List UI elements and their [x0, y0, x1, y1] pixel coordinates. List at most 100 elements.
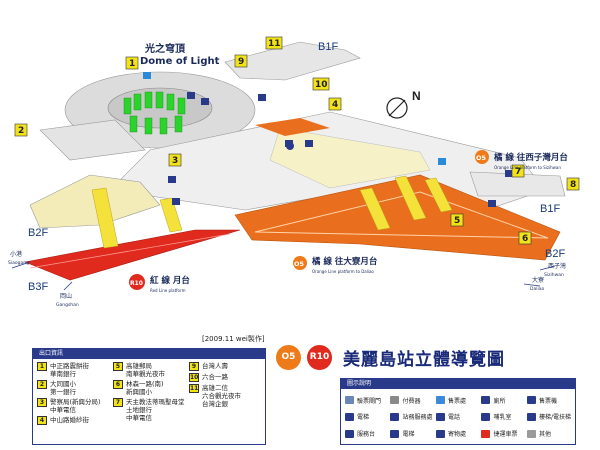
b1f-top-wing: [224, 41, 361, 81]
floor-label-b3f: B3F: [28, 281, 48, 293]
exit-marker-4: 4: [332, 100, 338, 110]
exit-marker-5: 5: [454, 216, 460, 226]
dir-gangshan-en: Gangshan: [56, 302, 79, 308]
phone-icon: [435, 412, 445, 421]
ticket-office-icon: [435, 396, 445, 405]
compass-circle: [386, 97, 408, 119]
legend-item: 廁所: [481, 392, 524, 409]
legend-label: 電梯: [357, 414, 370, 422]
legend-label: 電話: [447, 414, 460, 422]
ticket-machine-icon: [390, 396, 400, 405]
orange-platform-daliao-en: Orange Line platform to Daliao: [312, 269, 374, 274]
gate-icon: [345, 396, 354, 405]
ticket-icon: [481, 429, 491, 438]
orange-platform-top-strip: [255, 118, 330, 136]
dir-daliao-zh: 大寮: [532, 276, 544, 284]
dir-xiaogang-en: Siaogang: [8, 260, 29, 266]
exit-number-badge: 6: [113, 380, 123, 389]
floor-label-b1f-right: B1F: [540, 203, 560, 215]
r10-badge-text: R10: [130, 280, 143, 287]
exit-marker-3: 3: [172, 156, 178, 166]
locker-icon: [435, 429, 445, 438]
legend-item: 售票處: [435, 392, 478, 409]
legend-label: 售票機: [538, 397, 557, 405]
r10-badge: [129, 274, 145, 290]
legend-item: 電梯: [345, 409, 387, 426]
title-badge-r10: R10: [306, 343, 333, 371]
exit-destination-text: 中正路震餅街 華南銀行: [50, 362, 89, 378]
exit-marker-2: 2: [18, 126, 24, 136]
legend-grid: 驗票閘門付費器售票處廁所售票機電梯站務服務處電話哺乳室樓梯/電扶梯服務台電梯寄物…: [345, 392, 571, 442]
nursing-icon: [481, 412, 491, 421]
exit-destination-text: 天主教法蒂瑪聖母堂 土地銀行 中華電信: [126, 398, 185, 422]
orange-track-stripe: [254, 191, 549, 239]
exit-number-badge: 10: [189, 373, 199, 382]
exit-number-badge: 9: [189, 362, 199, 371]
exit-info-header: 出口資訊: [33, 349, 265, 359]
exit-destination-text: 警察局(新興分局) 中華電信: [50, 398, 101, 414]
exit-number-badge: 7: [113, 398, 123, 407]
elevator-icon: [345, 412, 354, 421]
exit-number-badge: 1: [37, 362, 47, 371]
red-platform-en: Red Line platform: [150, 288, 186, 293]
exit-marker-8: 8: [570, 180, 576, 190]
dir-xiaogang-zh: 小港: [10, 250, 22, 258]
vending-icon: [526, 396, 536, 405]
legend-label: 服務台: [357, 431, 376, 439]
dir-sizihwan-en: Sizihwan: [544, 272, 564, 278]
dome-green-columns: [123, 91, 186, 135]
legend-item: 哺乳室: [481, 409, 524, 426]
direction-arrows: [11, 261, 556, 291]
legend-label: 廁所: [493, 397, 506, 405]
exit-marker-9: 9: [238, 57, 244, 67]
legend-label: 樓梯/電扶梯: [538, 414, 571, 422]
b1f-left-wing: [39, 119, 146, 161]
exit-markers: 1 2 3 4 5 6 7 8 9 10 11: [14, 36, 580, 245]
exit-number-badge: 5: [113, 362, 123, 371]
dir-sizihwan-zh: 西子灣: [548, 262, 566, 270]
exit-destination-text: 林森一路(南) 新興國小: [126, 380, 164, 396]
legend-label: 寄物處: [447, 431, 466, 439]
compass-north-label: N: [412, 89, 421, 103]
exit-destination-text: 高雄二信 六合觀光夜市 台灣企銀: [202, 384, 241, 408]
facility-icons: [143, 72, 513, 207]
floor-label-b2f-right: B2F: [545, 248, 565, 260]
legend-label: 其他: [538, 431, 551, 439]
title-badge-o5: O5: [275, 343, 302, 371]
legend-item: 樓梯/電扶梯: [526, 409, 571, 426]
legend-item: 站務服務處: [390, 409, 433, 426]
credit-text: [2009.11 wei製作]: [202, 335, 265, 343]
station-title-row: O5 R10 美麗島站立體導覽圖: [275, 342, 505, 372]
legend-item: 服務台: [345, 425, 387, 442]
exit-destination-text: 六合一路: [202, 373, 228, 381]
exit-number-badge: 4: [37, 416, 47, 425]
red-line-platform-b3f: [23, 229, 241, 281]
exit-marker-1: 1: [129, 59, 135, 69]
exit-marker-7: 7: [515, 167, 521, 177]
dome-label-en: Dome of Light: [140, 56, 220, 67]
dome-label-zh: 光之穹頂: [144, 42, 186, 55]
dir-gangshan-zh: 岡山: [60, 292, 72, 300]
legend-item: 電話: [435, 409, 478, 426]
legend-label: 付費器: [402, 397, 421, 405]
legend-label: 電梯: [402, 431, 415, 439]
o5-badge-sizihwan-text: O5: [476, 154, 487, 162]
orange-platform-sizihwan-zh: 橘 線 往西子灣月台: [493, 152, 568, 163]
exit-destination-text: 高雄郵局 南華觀光夜市: [126, 362, 165, 378]
exit-number-badge: 2: [37, 380, 47, 389]
exit-number-badge: 3: [37, 398, 47, 407]
stairs-icon: [526, 412, 536, 421]
compass: N: [386, 89, 421, 119]
legend-label: 售票處: [447, 397, 466, 405]
legend-item: 電梯: [390, 425, 433, 442]
legend-item: 驗票閘門: [345, 392, 387, 409]
service-icon: [390, 412, 400, 421]
